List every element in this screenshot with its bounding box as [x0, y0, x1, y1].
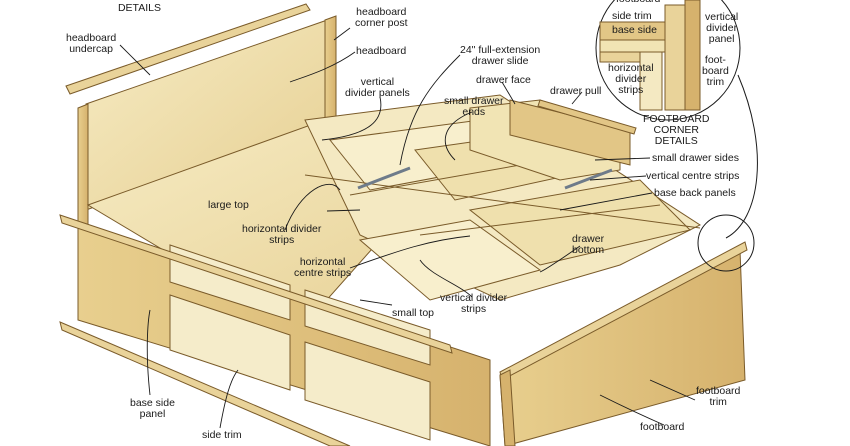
- label-footboard-corner-details: FOOTBOARD CORNER DETAILS: [643, 113, 710, 147]
- footboard-corner-detail: [595, 0, 758, 272]
- label-side-trim-detail: side trim: [612, 10, 652, 22]
- label-footboard-trim-detail: foot- board trim: [702, 54, 729, 88]
- label-headboard-undercap: headboard undercap: [66, 32, 117, 55]
- label-footboard-detail: footboard: [616, 0, 660, 5]
- label-horizontal-divider-strips: horizontal divider strips: [242, 223, 322, 246]
- label-drawer-face: drawer face: [476, 74, 531, 86]
- drawer-pull-shape: [537, 99, 637, 135]
- footboard-shape: [499, 241, 748, 446]
- label-headboard-corner-details: HEADBOARD CORNER DETAILS: [82, 0, 197, 14]
- label-vertical-centre-strips: vertical centre strips: [646, 170, 740, 182]
- label-footboard: footboard: [640, 421, 685, 433]
- label-headboard-corner-post: headboard corner post: [355, 6, 408, 29]
- label-headboard: headboard: [356, 45, 407, 57]
- label-vertical-divider-panel: vertical divider panel: [705, 11, 739, 45]
- drawer-slides: [357, 166, 613, 190]
- label-drawer-bottom: drawer bottom: [572, 233, 605, 256]
- label-footboard-trim: footboard trim: [696, 385, 741, 408]
- label-base-back-panels: base back panels: [654, 187, 736, 199]
- label-small-top: small top: [392, 307, 435, 319]
- label-vertical-divider-strips: vertical divider strips: [440, 292, 508, 315]
- label-base-side-panel: base side panel: [130, 397, 175, 420]
- label-horizontal-divider-strips-detail: horizontal divider strips: [608, 62, 654, 96]
- headboard-cap: [65, 3, 311, 95]
- label-small-drawer-ends: small drawer ends: [444, 95, 504, 118]
- side-trim-shape: [59, 214, 453, 446]
- label-drawer-slide: 24" full-extension drawer slide: [460, 44, 541, 67]
- label-vertical-divider-panels: vertical divider panels: [345, 76, 410, 99]
- label-horizontal-centre-strips: horizontal centre strips: [294, 256, 352, 279]
- label-side-trim: side trim: [202, 429, 242, 441]
- leader-lines: [119, 27, 696, 429]
- label-large-top: large top: [208, 199, 249, 211]
- label-base-side-detail: base side: [612, 24, 657, 36]
- headboard-corner-post: [77, 15, 337, 245]
- label-drawer-pull: drawer pull: [550, 85, 602, 97]
- label-small-drawer-sides: small drawer sides: [652, 152, 739, 164]
